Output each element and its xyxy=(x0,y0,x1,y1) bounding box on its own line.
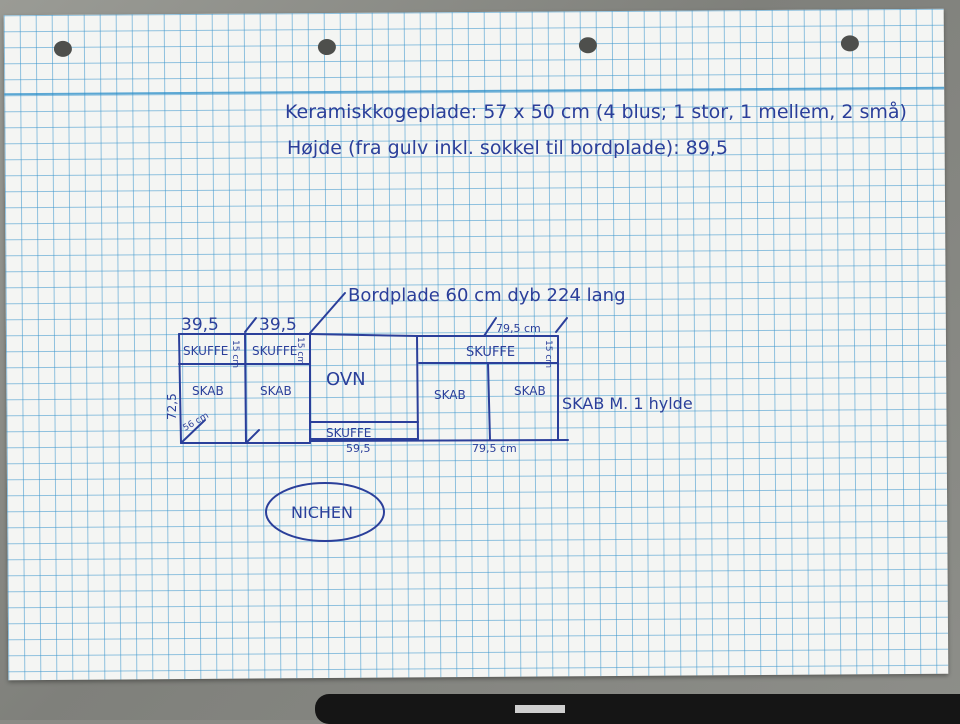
dimension-tick xyxy=(555,317,568,333)
cabinet-3-label: SKAB xyxy=(434,388,466,402)
cooktop-note: Keramiskkogeplade: 57 x 50 cm (4 blus; 1… xyxy=(285,100,907,123)
dimension-tick xyxy=(483,317,497,337)
height-note: Højde (fra gulv inkl. sokkel til bordpla… xyxy=(287,137,728,159)
cabinet-2-width: 39,5 xyxy=(259,315,297,335)
niche-ellipse xyxy=(265,482,385,542)
left-depth-dimension: 56 cm xyxy=(182,411,211,434)
depth-line xyxy=(180,419,206,444)
cabinet-2-label: SKAB xyxy=(260,384,292,398)
drawer-height-3: 15 cm xyxy=(543,340,553,368)
countertop-leader-line xyxy=(309,292,346,334)
cabinet-divider xyxy=(244,333,247,444)
right-bottom-width: 79,5 cm xyxy=(472,442,517,455)
depth-line xyxy=(245,429,260,444)
left-edge xyxy=(178,333,182,444)
cabinet-1-width: 39,5 xyxy=(181,315,219,335)
pen-label xyxy=(515,705,565,713)
right-cabinet-divider xyxy=(487,362,491,441)
right-top-width: 79,5 cm xyxy=(496,322,541,335)
drawer-2-label: SKUFFE xyxy=(252,344,297,358)
countertop-label: Bordplade 60 cm dyb 224 lang xyxy=(348,285,626,306)
right-drawer-label: SKUFFE xyxy=(466,345,515,360)
niche-label: NICHEN xyxy=(291,503,353,522)
dimension-tick xyxy=(244,317,257,333)
pen xyxy=(315,694,960,724)
oven-drawer-label: SKUFFE xyxy=(326,426,371,440)
drawer-1-label: SKUFFE xyxy=(183,344,228,358)
cabinet-1-label: SKAB xyxy=(192,384,224,398)
left-height-dimension: 72,5 xyxy=(165,393,179,420)
drawer-height-1: 15 cm xyxy=(230,340,240,368)
oven-label: OVN xyxy=(326,369,366,390)
shelf-note: SKAB M. 1 hylde xyxy=(562,394,693,413)
cabinet-4-label: SKAB xyxy=(514,384,546,398)
oven-right-edge xyxy=(416,335,419,441)
drawer-height-2: 15 cm xyxy=(295,337,305,365)
oven-drawer-width: 59,5 xyxy=(346,442,371,455)
